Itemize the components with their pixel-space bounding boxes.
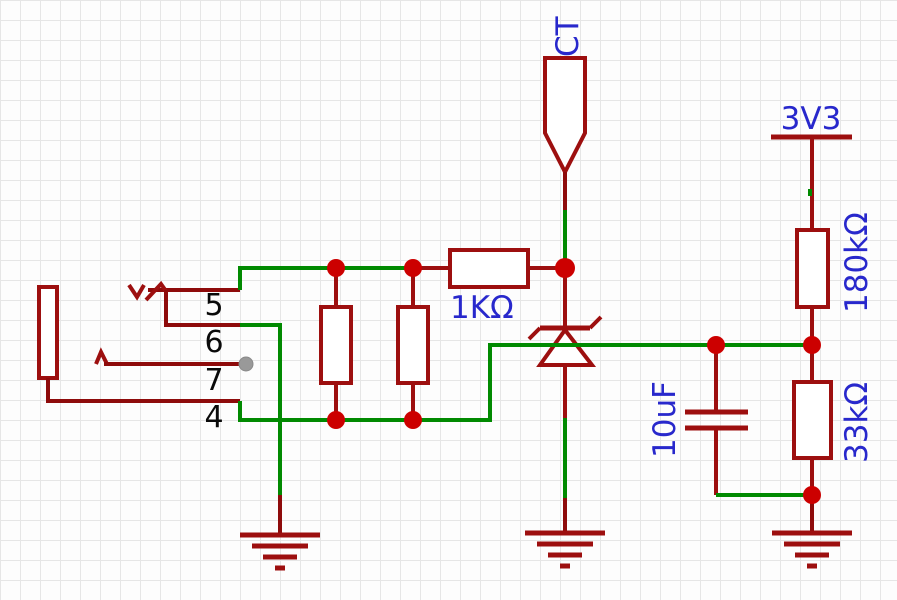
- junction-dot: [404, 259, 422, 277]
- zener-diode[interactable]: [527, 268, 603, 418]
- junction-dot: [803, 336, 821, 354]
- ground-symbol-right[interactable]: [772, 495, 852, 569]
- resistor-a-body[interactable]: [319, 305, 353, 385]
- jack-pin6-number: 6: [204, 325, 223, 360]
- resistor-180k-label: 180kΩ: [839, 212, 875, 313]
- wire-pin5-to-1k[interactable]: [238, 266, 413, 290]
- wire-pin6-to-ground[interactable]: [240, 323, 282, 495]
- jack-pin5-contact-chevron-icon: [127, 283, 146, 301]
- jack-pin7-number: 7: [204, 363, 223, 398]
- ct-port-label: CT: [550, 15, 586, 57]
- junction-dot: [707, 336, 725, 354]
- jack-body[interactable]: [37, 285, 59, 380]
- jack-pin4-number: 4: [204, 400, 223, 435]
- resistor-180k-body[interactable]: [795, 228, 830, 309]
- audio-jack-connector[interactable]: 5 6 7 4: [37, 280, 242, 435]
- junction-dot: [327, 411, 345, 429]
- wire-bottom-net-to-divider[interactable]: [238, 343, 812, 422]
- jack-pin4-wire[interactable]: [46, 378, 240, 403]
- resistor-33k[interactable]: 33kΩ: [792, 345, 875, 495]
- resistor-180k[interactable]: 180kΩ: [795, 139, 875, 345]
- ct-flag-shape[interactable]: [543, 56, 587, 177]
- no-connect-dot: [238, 356, 254, 372]
- zener-bar-wing-left: [527, 326, 542, 341]
- junction-dot: [555, 258, 575, 278]
- jack-pin7-contact-chevron-icon: [94, 347, 109, 365]
- jack-pin6-wire[interactable]: [164, 290, 240, 327]
- junction-dot: [803, 486, 821, 504]
- resistor-vertical-b[interactable]: [396, 268, 430, 420]
- capacitor-label: 10uF: [647, 381, 683, 458]
- jack-switch-lever-icon: [144, 280, 168, 302]
- power-flag-label: 3V3: [781, 101, 842, 137]
- net-wires: [238, 189, 812, 498]
- resistor-33k-label: 33kΩ: [839, 382, 875, 463]
- junction-dot: [404, 411, 422, 429]
- zener-bar-wing-right: [588, 315, 603, 330]
- junction-dots: [238, 258, 821, 504]
- ground-symbol-middle[interactable]: [525, 497, 605, 569]
- resistor-b-body[interactable]: [396, 305, 430, 385]
- resistor-33k-body[interactable]: [792, 380, 833, 460]
- resistor-1k-label: 1KΩ: [450, 290, 514, 326]
- ct-port-flag[interactable]: CT: [543, 15, 587, 210]
- jack-pin5-number: 5: [204, 288, 223, 323]
- resistor-1k[interactable]: 1KΩ: [413, 248, 565, 326]
- zener-anode-triangle[interactable]: [536, 326, 597, 367]
- power-flag-3v3[interactable]: 3V3: [771, 101, 852, 140]
- resistor-vertical-a[interactable]: [319, 268, 353, 420]
- resistor-1k-body[interactable]: [448, 248, 530, 289]
- capacitor-10uf[interactable]: 10uF: [647, 345, 748, 495]
- ground-symbol-left[interactable]: [240, 495, 320, 571]
- junction-dot: [327, 259, 345, 277]
